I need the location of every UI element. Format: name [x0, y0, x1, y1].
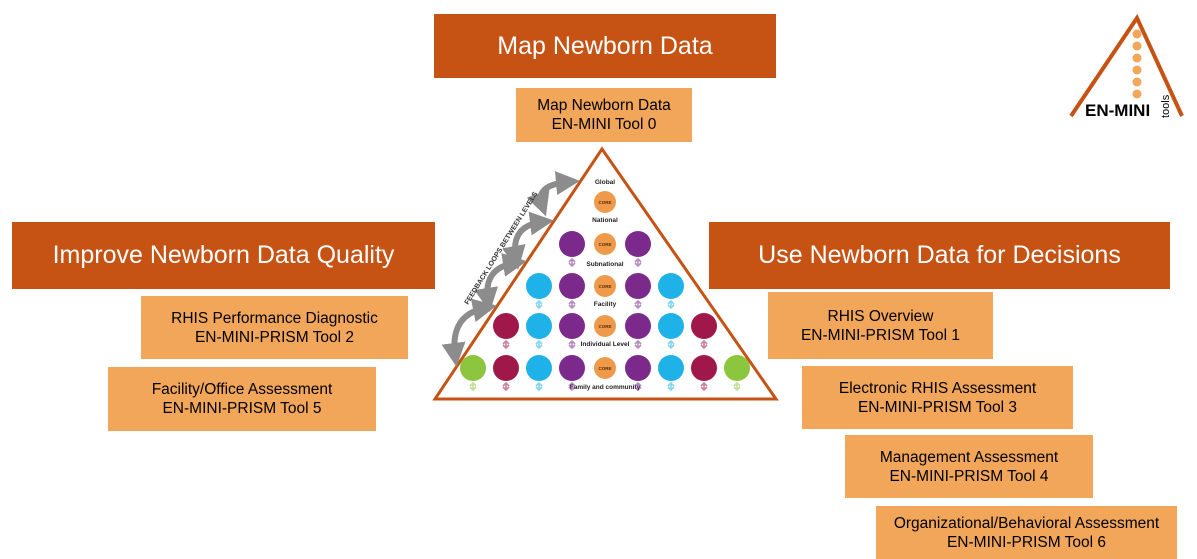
level-circle [559, 355, 585, 381]
connector-arrow-icon [535, 339, 543, 350]
connector-arrow-icon [634, 257, 642, 268]
level-circle [625, 231, 651, 257]
tool-5-title: Facility/Office Assessment [151, 381, 333, 398]
core-circle [594, 233, 616, 255]
connector-arrow-icon [700, 381, 708, 392]
level-circle [658, 355, 684, 381]
level-national-label: National [592, 217, 618, 224]
level-circle [691, 313, 717, 339]
connector-arrow-icon [634, 299, 642, 310]
header-map-newborn-data: Map Newborn Data [434, 14, 776, 78]
connector-arrow-icon [733, 381, 741, 392]
level-individual-label: Individual Level [581, 341, 630, 348]
connector-arrow-icon [667, 299, 675, 310]
tool-6-subtitle: EN-MINI-PRISM Tool 6 [946, 533, 1107, 551]
connector-arrow-icon [700, 339, 708, 350]
level-circle [625, 313, 651, 339]
tool-2-title: RHIS Performance Diagnostic [171, 309, 378, 327]
core-label: CORE [598, 284, 611, 289]
level-circle [493, 355, 519, 381]
tool-4-subtitle: EN-MINI-PRISM Tool 4 [889, 467, 1049, 485]
connector-arrow-icon [667, 339, 675, 350]
health-system-pyramid: FEEDBACK LOOPS BETWEEN LEVELS Global Nat… [432, 146, 779, 401]
core-circle [594, 275, 616, 297]
level-circle [559, 231, 585, 257]
tool-1-box: RHIS Overview EN-MINI-PRISM Tool 1 [768, 292, 993, 359]
level-circle [724, 355, 750, 381]
level-circle [526, 273, 552, 299]
connector-arrow-icon [568, 257, 576, 268]
connector-arrow-icon [502, 339, 510, 350]
core-label: CORE [598, 324, 611, 329]
logo-triangle-icon [1069, 13, 1184, 118]
connector-arrow-icon [568, 339, 576, 350]
level-circle [526, 355, 552, 381]
tool-0-title: Map Newborn Data [537, 97, 671, 114]
level-global-label: Global [595, 179, 615, 186]
level-family-label: Family and community [570, 384, 641, 391]
header-use-data-decisions: Use Newborn Data for Decisions [709, 222, 1170, 289]
tool-0-box: Map Newborn Data EN-MINI Tool 0 [516, 88, 692, 142]
level-circle [658, 313, 684, 339]
logo-dots-icon [1132, 29, 1142, 99]
core-circle [594, 315, 616, 337]
level-circle [460, 355, 486, 381]
level-circle [526, 313, 552, 339]
tool-2-box: RHIS Performance Diagnostic EN-MINI-PRIS… [141, 296, 408, 359]
tool-3-subtitle: EN-MINI-PRISM Tool 3 [857, 398, 1018, 416]
tool-1-subtitle: EN-MINI-PRISM Tool 1 [800, 326, 961, 344]
level-circle [559, 313, 585, 339]
level-circle [559, 273, 585, 299]
core-label: CORE [598, 242, 611, 247]
tool-2-subtitle: EN-MINI-PRISM Tool 2 [194, 328, 355, 346]
level-subnational-label: Subnational [586, 261, 623, 268]
core-label: CORE [598, 200, 611, 205]
header-use-label: Use Newborn Data for Decisions [758, 241, 1121, 269]
pyramid-circles: CORE CORE CORE CORE CORE [460, 191, 750, 392]
header-improve-data-quality: Improve Newborn Data Quality [12, 222, 435, 289]
level-facility-label: Facility [594, 301, 617, 308]
tool-3-title: Electronic RHIS Assessment [838, 379, 1037, 397]
tool-5-box: Facility/Office Assessment EN-MINI-PRISM… [108, 367, 376, 431]
connector-arrow-icon [568, 299, 576, 310]
tool-5-subtitle: EN-MINI-PRISM Tool 5 [162, 400, 322, 417]
tool-6-title: Organizational/Behavioral Assessment [893, 514, 1160, 532]
header-improve-label: Improve Newborn Data Quality [52, 241, 395, 269]
tool-1-title: RHIS Overview [827, 307, 934, 325]
connector-arrow-icon [535, 299, 543, 310]
logo-sub-text: tools [1160, 94, 1172, 118]
tool-0-subtitle: EN-MINI Tool 0 [551, 116, 657, 133]
tool-4-title: Management Assessment [879, 448, 1059, 466]
level-circle [658, 273, 684, 299]
core-circle [594, 191, 616, 213]
connector-arrow-icon [634, 339, 642, 350]
connector-arrow-icon [568, 381, 576, 392]
level-circle [625, 273, 651, 299]
feedback-loop-arrows [441, 171, 580, 367]
core-circle [594, 357, 616, 379]
core-label: CORE [598, 366, 611, 371]
level-circle [493, 313, 519, 339]
tool-6-box: Organizational/Behavioral Assessment EN-… [876, 506, 1177, 559]
tool-3-box: Electronic RHIS Assessment EN-MINI-PRISM… [802, 366, 1073, 429]
level-circle [625, 355, 651, 381]
connector-arrow-icon [667, 381, 675, 392]
connector-arrow-icon [535, 381, 543, 392]
connector-arrow-icon [502, 381, 510, 392]
connector-arrow-icon [634, 381, 642, 392]
tool-4-box: Management Assessment EN-MINI-PRISM Tool… [845, 435, 1093, 498]
level-circle [691, 355, 717, 381]
header-map-label: Map Newborn Data [497, 31, 713, 60]
en-mini-tools-logo: EN-MINI tools [1069, 13, 1184, 120]
connector-arrow-icon [469, 381, 477, 392]
logo-main-text: EN-MINI [1085, 101, 1150, 120]
